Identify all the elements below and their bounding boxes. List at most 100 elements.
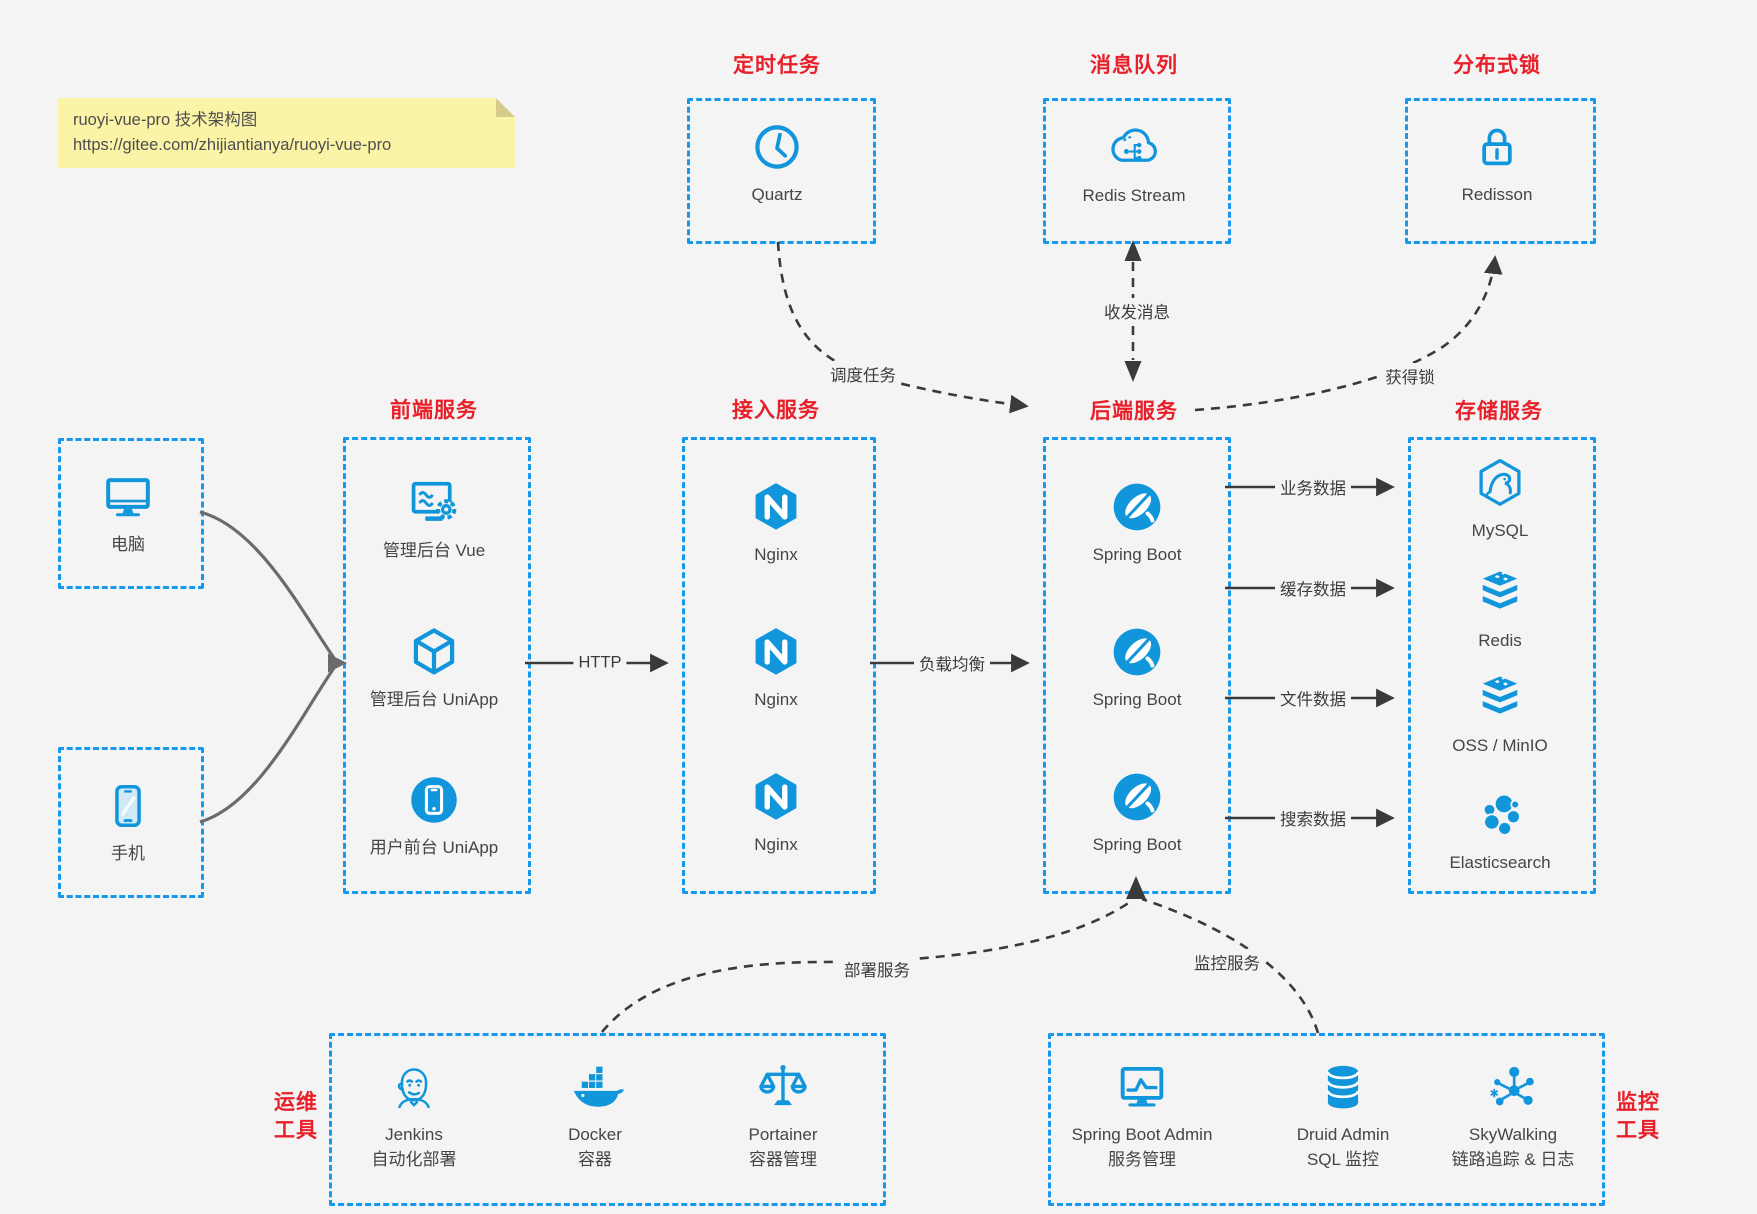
- node-portainer: Portainer 容器管理: [688, 1058, 878, 1172]
- node-label: 手机: [111, 844, 145, 863]
- node-phone: 手机: [33, 778, 223, 866]
- node-quartz: Quartz: [682, 119, 872, 207]
- group-title-distributed-lock: 分布式锁: [1453, 54, 1541, 77]
- node-label: 电脑: [111, 535, 145, 554]
- box-distributed-lock: [1405, 98, 1596, 244]
- node-label: Redisson: [1461, 185, 1533, 204]
- spring-boot-icon: [1109, 624, 1165, 680]
- node-label: SkyWalking: [1468, 1125, 1558, 1144]
- edge-get-lock: [1194, 255, 1503, 412]
- node-label: OSS / MinIO: [1452, 736, 1548, 755]
- nginx-icon: [748, 624, 804, 680]
- nginx-icon: [748, 479, 804, 535]
- node-spring-boot-3: Spring Boot: [1042, 769, 1232, 857]
- edge-label-load-balance: 负载均衡: [914, 650, 990, 676]
- node-redis: Redis: [1405, 565, 1595, 653]
- node-druid-admin: Druid Admin SQL 监控: [1248, 1058, 1438, 1172]
- edge-label-get-lock: 获得锁: [1380, 363, 1440, 389]
- node-label: Elasticsearch: [1449, 853, 1551, 872]
- node-label: Spring Boot Admin: [1071, 1125, 1213, 1144]
- group-title-frontend: 前端服务: [390, 399, 478, 422]
- node-label: Redis: [1478, 631, 1522, 650]
- group-title-backend: 后端服务: [1090, 400, 1178, 423]
- node-redisson: Redisson: [1402, 119, 1592, 207]
- node-label: Nginx: [754, 690, 798, 709]
- node-pc: 电脑: [33, 469, 223, 557]
- edge-label-file-data: 文件数据: [1275, 685, 1351, 711]
- node-label: Quartz: [751, 185, 803, 204]
- node-label: Spring Boot: [1092, 545, 1182, 564]
- arrowhead-msg-down: [1124, 361, 1142, 382]
- node-spring-boot-1: Spring Boot: [1042, 479, 1232, 567]
- docker-icon: [566, 1058, 624, 1116]
- box-storage-services: [1408, 437, 1596, 894]
- edge-label-schedule: 调度任务: [825, 361, 901, 387]
- edge-label-monitor: 监控服务: [1189, 949, 1265, 975]
- node-elasticsearch: Elasticsearch: [1405, 787, 1595, 875]
- node-label: 管理后台 Vue: [382, 541, 486, 560]
- node-label: Spring Boot: [1092, 690, 1182, 709]
- node-label: MySQL: [1471, 521, 1529, 540]
- mysql-icon: [1472, 455, 1528, 511]
- spring-boot-icon: [1109, 479, 1165, 535]
- node-sublabel: SQL 监控: [1306, 1150, 1380, 1169]
- group-title-ops-tools: 运维 工具: [274, 1091, 318, 1142]
- node-sublabel: 容器管理: [749, 1150, 817, 1169]
- group-title-scheduled-tasks: 定时任务: [733, 54, 821, 77]
- node-spring-boot-2: Spring Boot: [1042, 624, 1232, 712]
- node-nginx-2: Nginx: [681, 624, 871, 712]
- desktop-icon: [100, 469, 156, 525]
- node-nginx-1: Nginx: [681, 479, 871, 567]
- node-sublabel: 链路追踪 & 日志: [1451, 1150, 1575, 1169]
- clock-icon: [749, 119, 805, 175]
- druid-icon: [1314, 1058, 1372, 1116]
- node-label: Portainer: [748, 1125, 818, 1144]
- node-label: Redis Stream: [1082, 186, 1186, 205]
- node-docker: Docker 容器: [500, 1058, 690, 1172]
- note-title: ruoyi-vue-pro 技术架构图: [73, 111, 258, 129]
- node-label: Druid Admin: [1296, 1125, 1390, 1144]
- cloud-stream-icon: [1106, 120, 1162, 176]
- node-admin-vue: 管理后台 Vue: [339, 475, 529, 563]
- app-circle-icon: [406, 772, 462, 828]
- node-sublabel: 容器: [578, 1150, 612, 1169]
- node-skywalking: SkyWalking 链路追踪 & 日志: [1418, 1058, 1608, 1172]
- node-jenkins: Jenkins 自动化部署: [319, 1058, 509, 1172]
- edge-label-cache-data: 缓存数据: [1275, 575, 1351, 601]
- node-label: 管理后台 UniApp: [369, 690, 499, 709]
- edge-label-deploy: 部署服务: [839, 956, 915, 982]
- edge-label-messaging: 收发消息: [1099, 298, 1175, 324]
- node-nginx-3: Nginx: [681, 769, 871, 857]
- edge-label-http: HTTP: [573, 652, 627, 674]
- nginx-icon: [748, 769, 804, 825]
- node-label: Nginx: [754, 835, 798, 854]
- group-title-storage: 存储服务: [1455, 400, 1543, 423]
- lock-icon: [1469, 119, 1525, 175]
- node-label: Docker: [568, 1125, 622, 1144]
- admin-vue-icon: [406, 475, 462, 531]
- note-url: https://gitee.com/zhijiantianya/ruoyi-vu…: [73, 136, 392, 154]
- node-spring-boot-admin: Spring Boot Admin 服务管理: [1047, 1058, 1237, 1172]
- node-label: Jenkins: [385, 1125, 443, 1144]
- node-label: Nginx: [754, 545, 798, 564]
- uniapp-cube-icon: [406, 624, 462, 680]
- jenkins-icon: [385, 1058, 443, 1116]
- smartphone-icon: [100, 778, 156, 834]
- edge-label-search-data: 搜索数据: [1275, 805, 1351, 831]
- group-title-gateway: 接入服务: [732, 399, 820, 422]
- redis-stack-icon: [1472, 670, 1528, 726]
- node-oss-minio: OSS / MinIO: [1405, 670, 1595, 758]
- edge-label-biz-data: 业务数据: [1275, 474, 1351, 500]
- node-label: Spring Boot: [1092, 835, 1182, 854]
- spring-boot-admin-icon: [1113, 1058, 1171, 1116]
- portainer-icon: [754, 1058, 812, 1116]
- group-title-monitor-tools: 监控 工具: [1616, 1091, 1660, 1142]
- group-title-message-queue: 消息队列: [1090, 54, 1178, 77]
- skywalking-icon: [1484, 1058, 1542, 1116]
- node-sublabel: 服务管理: [1108, 1150, 1176, 1169]
- node-user-uniapp: 用户前台 UniApp: [339, 772, 529, 860]
- node-redis-stream: Redis Stream: [1039, 120, 1229, 208]
- box-gateway-services: [682, 437, 876, 894]
- node-sublabel: 自动化部署: [371, 1150, 457, 1169]
